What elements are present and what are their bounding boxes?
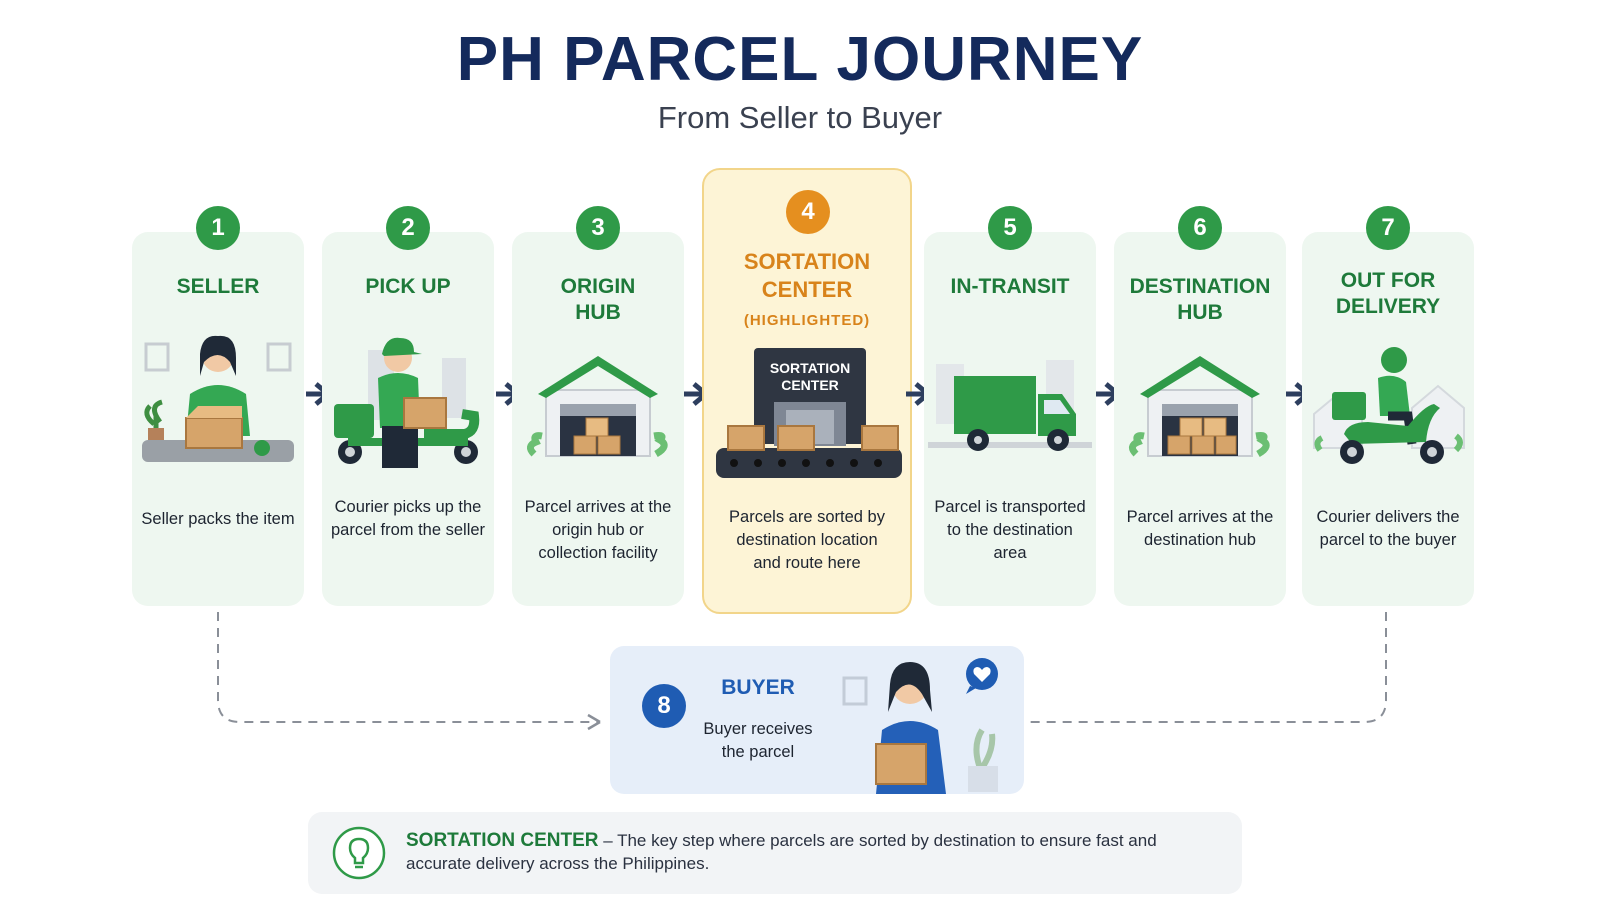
- step-number-badge: 5: [988, 206, 1032, 250]
- step-number-badge: 2: [386, 206, 430, 250]
- buyer-description: Buyer receives the parcel: [703, 720, 813, 761]
- step-title: DESTINATION HUB: [1129, 275, 1271, 324]
- step-title: OUT FOR DELIVERY: [1335, 269, 1441, 318]
- delivery-scooter-icon: [1313, 347, 1465, 464]
- step-description: Seller packs the item: [141, 510, 295, 528]
- seller-to-buyer-connector: [217, 612, 600, 723]
- step-description: Parcel arrives at the origin hub or coll…: [524, 498, 672, 562]
- step-number-badge: 6: [1178, 206, 1222, 250]
- step-card-origin-hub: 3 ORIGIN HUB Parcel arrives at the origi…: [512, 206, 684, 606]
- courier-scooter-icon: [334, 337, 480, 468]
- lightbulb-icon: [332, 826, 386, 880]
- step-description: Parcels are sorted by destination locati…: [729, 508, 885, 572]
- step-title: ORIGIN HUB: [560, 275, 636, 324]
- page-subtitle: From Seller to Buyer: [657, 100, 943, 135]
- step-description: Parcel arrives at the destination hub: [1126, 508, 1274, 549]
- delivery-to-buyer-connector: [1026, 612, 1387, 723]
- sortation-machine-icon: SORTATION CENTER: [708, 346, 906, 486]
- step-number-badge: 3: [576, 206, 620, 250]
- warehouse-icon: [527, 356, 668, 458]
- step-number-badge: 1: [196, 206, 240, 250]
- buyer-card: 8 BUYER Buyer receives the parcel: [610, 646, 1024, 794]
- step-number-badge: 7: [1366, 206, 1410, 250]
- step-description: Courier delivers the parcel to the buyer: [1316, 508, 1460, 549]
- footer-note-body: – The key step where parcels are sorted …: [406, 831, 1157, 873]
- step-title: SORTATION CENTER: [743, 249, 871, 302]
- step-number-badge: 4: [786, 190, 830, 234]
- step-card-in-transit: 5 IN-TRANSIT Parcel is transported to th…: [924, 206, 1096, 606]
- step-card-seller: 1 SELLER Seller packs the item: [132, 206, 304, 606]
- connector-arrowhead: [587, 713, 601, 731]
- step-title: SELLER: [176, 275, 260, 298]
- highlighted-note: (HIGHLIGHTED): [743, 312, 871, 329]
- truck-icon: [928, 360, 1092, 451]
- step-card-destination-hub: 6 DESTINATION HUB Parcel arrives at the …: [1114, 206, 1286, 606]
- buyer-icon: [842, 662, 998, 794]
- warehouse-icon: [1129, 356, 1270, 458]
- buyer-title: BUYER: [721, 676, 795, 699]
- heart-bubble-icon: [966, 658, 998, 694]
- step-card-sortation-center: 4 SORTATION CENTER (HIGHLIGHTED) SORTATI…: [702, 168, 912, 614]
- step-card-pick-up: 2 PICK UP Courier picks up the parcel fr…: [322, 206, 494, 606]
- footer-note: SORTATION CENTER – The key step where pa…: [308, 812, 1242, 894]
- step-card-out-for-delivery: 7 OUT FOR DELIVERY Courier delivers the …: [1302, 206, 1474, 606]
- step-description: Courier picks up the parcel from the sel…: [330, 498, 486, 539]
- footer-note-highlight: SORTATION CENTER: [406, 830, 599, 851]
- sortation-sign: SORTATION CENTER: [769, 360, 851, 393]
- step-title: IN-TRANSIT: [950, 275, 1070, 298]
- seller-packing-icon: [142, 335, 294, 462]
- footer-note-text: SORTATION CENTER – The key step where pa…: [406, 829, 1216, 875]
- step-description: Parcel is transported to the destination…: [934, 498, 1086, 562]
- page-title: PH PARCEL JOURNEY: [456, 25, 1144, 94]
- step-title: PICK UP: [365, 275, 451, 298]
- step-number-badge: 8: [642, 684, 686, 728]
